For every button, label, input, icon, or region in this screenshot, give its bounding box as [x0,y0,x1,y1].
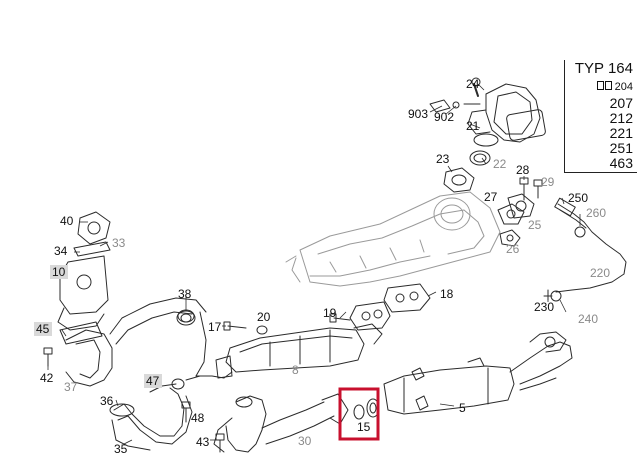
callout-42: 42 [40,371,54,385]
callout-15: 15 [357,420,371,434]
callout-34: 34 [54,244,68,258]
flange-23 [443,167,475,193]
callout-8: 8 [292,363,299,377]
typ-variant: 463 [609,155,633,171]
bolt-28 [519,177,529,201]
callout-26: 26 [506,242,520,256]
callout-43: 43 [196,435,210,449]
callout-10: 10 [52,265,66,279]
callout-38: 38 [178,287,192,301]
callout-bg-47 [144,374,162,388]
callout-220: 220 [590,266,610,280]
flange-25 [507,193,535,219]
callout-30: 30 [298,434,312,448]
throttle-housing-drawing [429,77,546,147]
egr-cooler-8 [195,323,383,379]
callout-230: 230 [534,300,554,314]
callout-19: 19 [323,306,337,320]
callout-902: 902 [434,110,454,124]
callout-23: 23 [436,152,450,166]
callout-27: 27 [484,190,498,204]
icon-squares [596,81,604,90]
typ-sub: 204 [596,80,633,94]
highlight-box-15 [338,387,380,441]
clamp-38 [176,310,196,326]
callout-bg-10 [50,265,68,279]
callout-bg-45 [34,322,52,336]
callout-18: 18 [440,287,454,301]
callout-22: 22 [493,157,507,171]
intake-manifold-drawing [285,191,501,287]
callout-29: 29 [541,175,555,189]
gasket-26 [499,229,521,247]
bolt-43 [215,433,225,453]
typ-model-box: TYP 164 204 207 212 221 251 463 [564,60,637,173]
egr-valve-10 [57,211,111,345]
callout-903: 903 [408,107,428,121]
pipe-35 [109,375,201,451]
callout-35: 35 [114,442,128,456]
callout-25: 25 [528,218,542,232]
typ-title: TYP 164 [574,60,633,77]
typ-variant: 251 [609,140,633,156]
bolt-19 [329,313,351,323]
callout-17: 17 [208,320,222,334]
ring-20 [256,325,268,335]
typ-variant: 207 [609,95,633,111]
callout-21: 21 [466,119,480,133]
gasket-22 [469,150,491,166]
callout-260: 260 [586,206,606,220]
callout-20: 20 [257,310,271,324]
callout-250: 250 [568,191,588,205]
bolt-42 [43,347,53,367]
pipe-30 [213,393,349,453]
icon-squares-2 [604,81,612,90]
callout-45: 45 [36,322,50,336]
pipe-220 [543,197,627,302]
ring-15 [353,398,380,420]
callout-5: 5 [459,401,466,415]
callout-240: 240 [578,312,598,326]
callout-48: 48 [191,411,205,425]
callout-28: 28 [516,163,530,177]
callout-40: 40 [60,214,74,228]
typ-variant: 212 [609,110,633,126]
catalytic-converter-5 [383,331,573,415]
typ-sub-number: 204 [614,81,633,93]
bolt-17 [223,321,247,331]
callout-36: 36 [100,394,114,408]
leader-lines [47,83,581,445]
bolt-48 [181,401,191,423]
callout-37: 37 [64,380,78,394]
callout-47: 47 [146,374,160,388]
typ-variant: 221 [609,125,633,141]
callout-33: 33 [112,236,126,250]
callout-24: 24 [466,77,480,91]
gasket-18 [349,283,431,331]
